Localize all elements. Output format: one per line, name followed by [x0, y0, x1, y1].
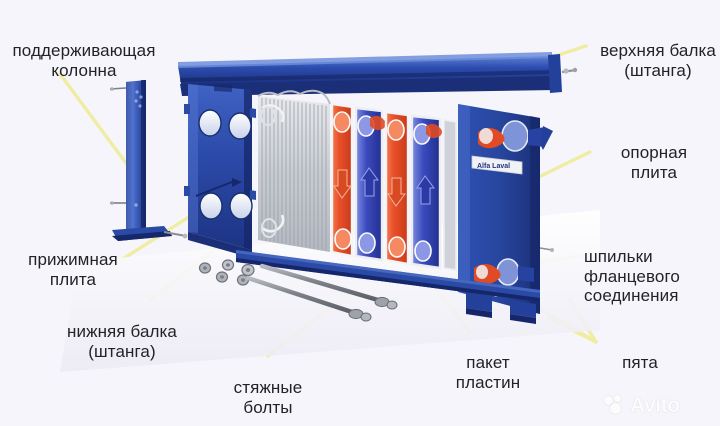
avito-watermark: Avito — [604, 390, 716, 420]
support-plate-part: Alfa Laval — [456, 104, 554, 324]
label-pressure-plate: прижимная плита — [0, 231, 148, 289]
label-tie-bolts: стяжные болты — [198, 359, 338, 417]
label-support-column-text: поддерживающая колонна — [12, 41, 156, 80]
nozzle-top — [478, 120, 553, 152]
alfa-laval-text: Alfa Laval — [477, 163, 510, 170]
avito-dots-icon — [604, 395, 626, 415]
label-top-beam-text: верхняя балка (штанга) — [600, 41, 716, 80]
label-flange-studs: шпильки фланцевого соединения — [584, 228, 720, 306]
label-heel-text: пята — [622, 353, 658, 373]
label-top-beam: верхняя балка (штанга) — [584, 22, 720, 80]
label-bottom-beam-text: нижняя балка (штанга) — [67, 322, 177, 361]
nozzle-bottom — [474, 258, 534, 286]
label-flange-studs-text: шпильки фланцевого соединения — [584, 247, 680, 306]
pressure-plate-part — [184, 84, 256, 258]
label-tie-bolts-text: стяжные болты — [233, 378, 303, 417]
plate-hot-1 — [330, 102, 354, 258]
label-bottom-beam: нижняя балка (штанга) — [42, 303, 202, 361]
label-heel: пята — [600, 334, 680, 373]
top-beam-part — [178, 52, 578, 96]
plate-cold-2 — [410, 114, 442, 270]
support-column-part — [109, 80, 188, 241]
label-plate-pack: пакет пластин — [428, 334, 548, 392]
tie-bolts-part — [198, 259, 398, 322]
alfa-laval-badge: Alfa Laval — [471, 155, 523, 175]
label-support-plate-text: опорная плита — [620, 143, 688, 182]
label-support-column: поддерживающая колонна — [0, 22, 184, 80]
label-pressure-plate-text: прижимная плита — [28, 250, 118, 289]
plate-pack-silver — [257, 89, 331, 252]
plate-hot-2 — [384, 110, 410, 266]
label-support-plate: опорная плита — [588, 124, 720, 182]
label-plate-pack-text: пакет пластин — [455, 353, 521, 392]
bottom-beam-part — [236, 250, 540, 302]
avito-watermark-text: Avito — [630, 393, 680, 417]
plate-cold-1 — [354, 106, 386, 262]
